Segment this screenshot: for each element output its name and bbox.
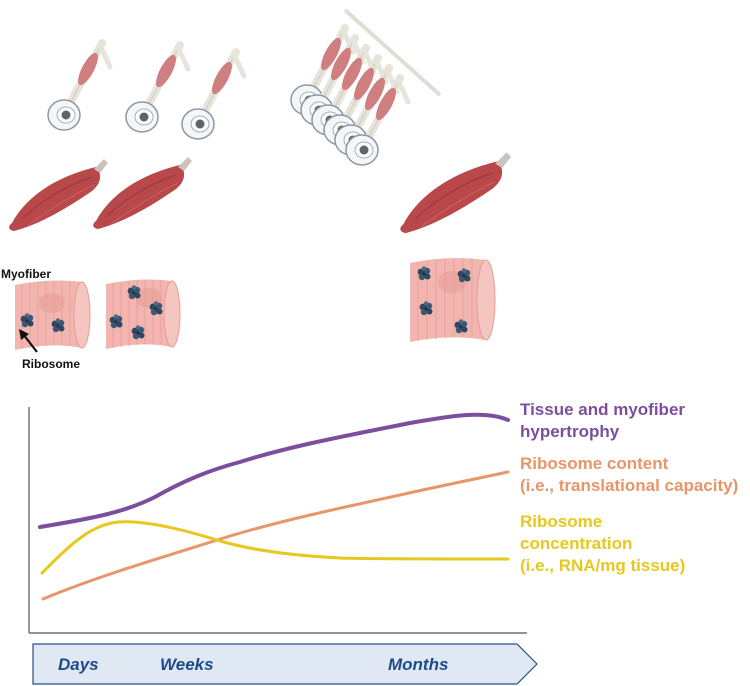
svg-text:Tissue and myofiber: Tissue and myofiber [520,400,685,419]
myofiber-label: Myofiber [1,267,51,281]
timeline-arrow: Days Weeks Months [32,643,538,685]
timeline-weeks-label: Weeks [160,655,214,674]
ribosome-concentration-label: Ribosome concentration (i.e., RNA/mg tis… [520,512,685,575]
svg-text:(i.e., translational capacity): (i.e., translational capacity) [520,476,738,495]
myofiber-section-icon-1 [15,280,91,350]
myofiber-section-icon-3 [410,258,496,342]
svg-text:concentration: concentration [520,534,632,553]
svg-text:Ribosome: Ribosome [520,512,602,531]
plot-axes [28,407,527,634]
hypertrophy-label: Tissue and myofiber hypertrophy [520,400,685,441]
ribosome-arrow [19,329,38,353]
leg-extension-machine-icon [48,43,244,139]
svg-text:(i.e., RNA/mg tissue): (i.e., RNA/mg tissue) [520,556,685,575]
svg-text:hypertrophy: hypertrophy [520,422,620,441]
ribosome-content-label: Ribosome content (i.e., translational ca… [520,454,738,495]
muscle-icon-1 [8,158,109,232]
hypertrophy-curve [38,412,510,529]
ribosome-concentration-curve [40,520,510,575]
timeline-months-label: Months [388,655,448,674]
muscle-icon-2 [92,156,193,230]
leg-extension-machine-stack-icon [291,8,442,165]
ribosome-label: Ribosome [22,357,80,371]
timeline-days-label: Days [58,655,99,674]
muscle-icon-3 [399,151,512,234]
myofiber-section-icon-2 [106,279,181,349]
ribosome-content-curve [41,470,510,601]
svg-text:Ribosome content: Ribosome content [520,454,669,473]
